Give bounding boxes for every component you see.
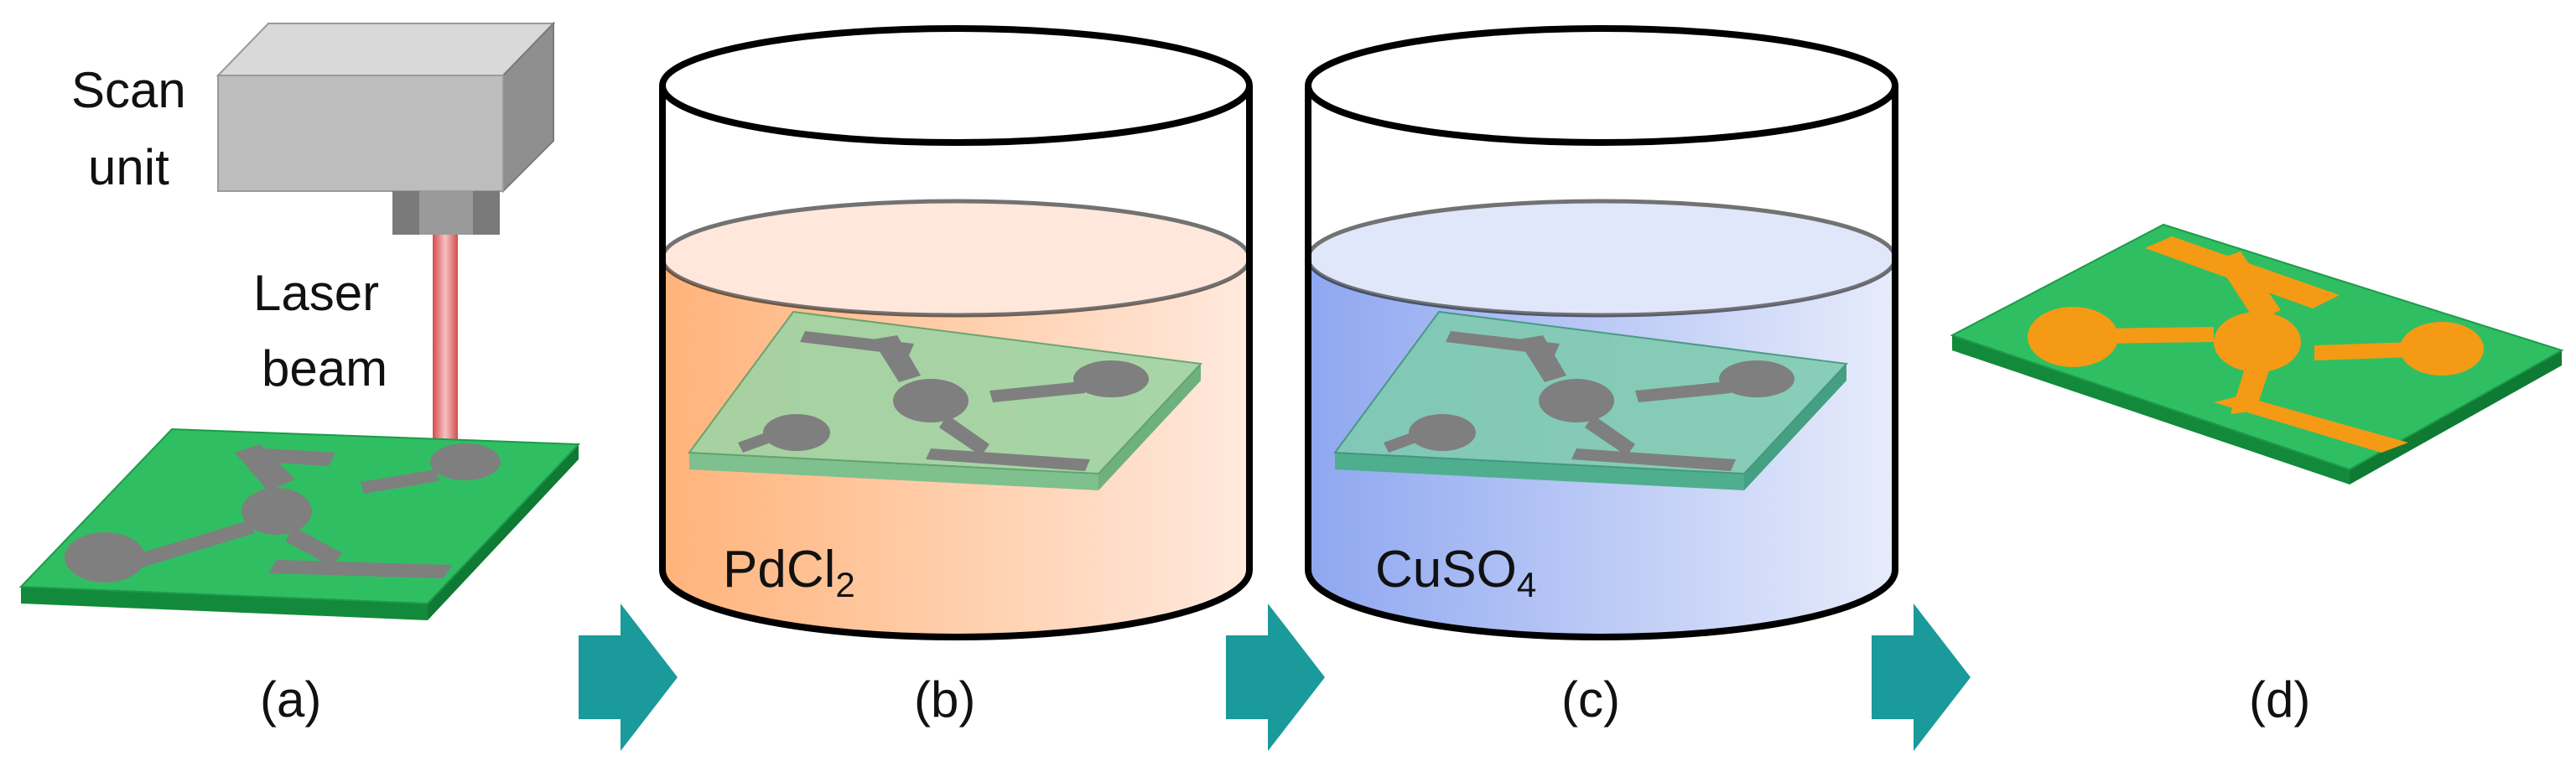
- panel-a: Scan unit Laser beam (a): [18, 21, 581, 728]
- laser-beam-label-line2: beam: [262, 340, 387, 396]
- panel-d: (d): [1950, 223, 2564, 728]
- circuit-board-b: [688, 310, 1203, 490]
- panel-b: PdCl2 (b): [659, 25, 1253, 728]
- laser-beam-label-line1: Laser: [253, 265, 379, 321]
- arrow-right-icon-3: [1872, 604, 1971, 751]
- arrow-right-icon-2: [1226, 604, 1325, 751]
- laser-beam-icon: [433, 235, 458, 459]
- caption-b: (b): [914, 671, 975, 728]
- pdcl2-label: PdCl2: [723, 541, 855, 604]
- arrow-right-icon-1: [579, 604, 678, 751]
- panel-c: CuSO4 (c): [1305, 25, 1898, 728]
- cuso4-label: CuSO4: [1375, 541, 1536, 604]
- circuit-board-d: [1950, 223, 2564, 484]
- scan-unit-label-line1: Scan: [71, 62, 186, 118]
- scan-unit-label-line2: unit: [88, 139, 169, 195]
- scan-unit-icon: [216, 21, 556, 235]
- circuit-board-c: [1333, 310, 1849, 490]
- caption-c: (c): [1561, 671, 1620, 728]
- caption-a: (a): [260, 671, 321, 728]
- caption-d: (d): [2249, 671, 2310, 728]
- circuit-board-a: [18, 427, 581, 620]
